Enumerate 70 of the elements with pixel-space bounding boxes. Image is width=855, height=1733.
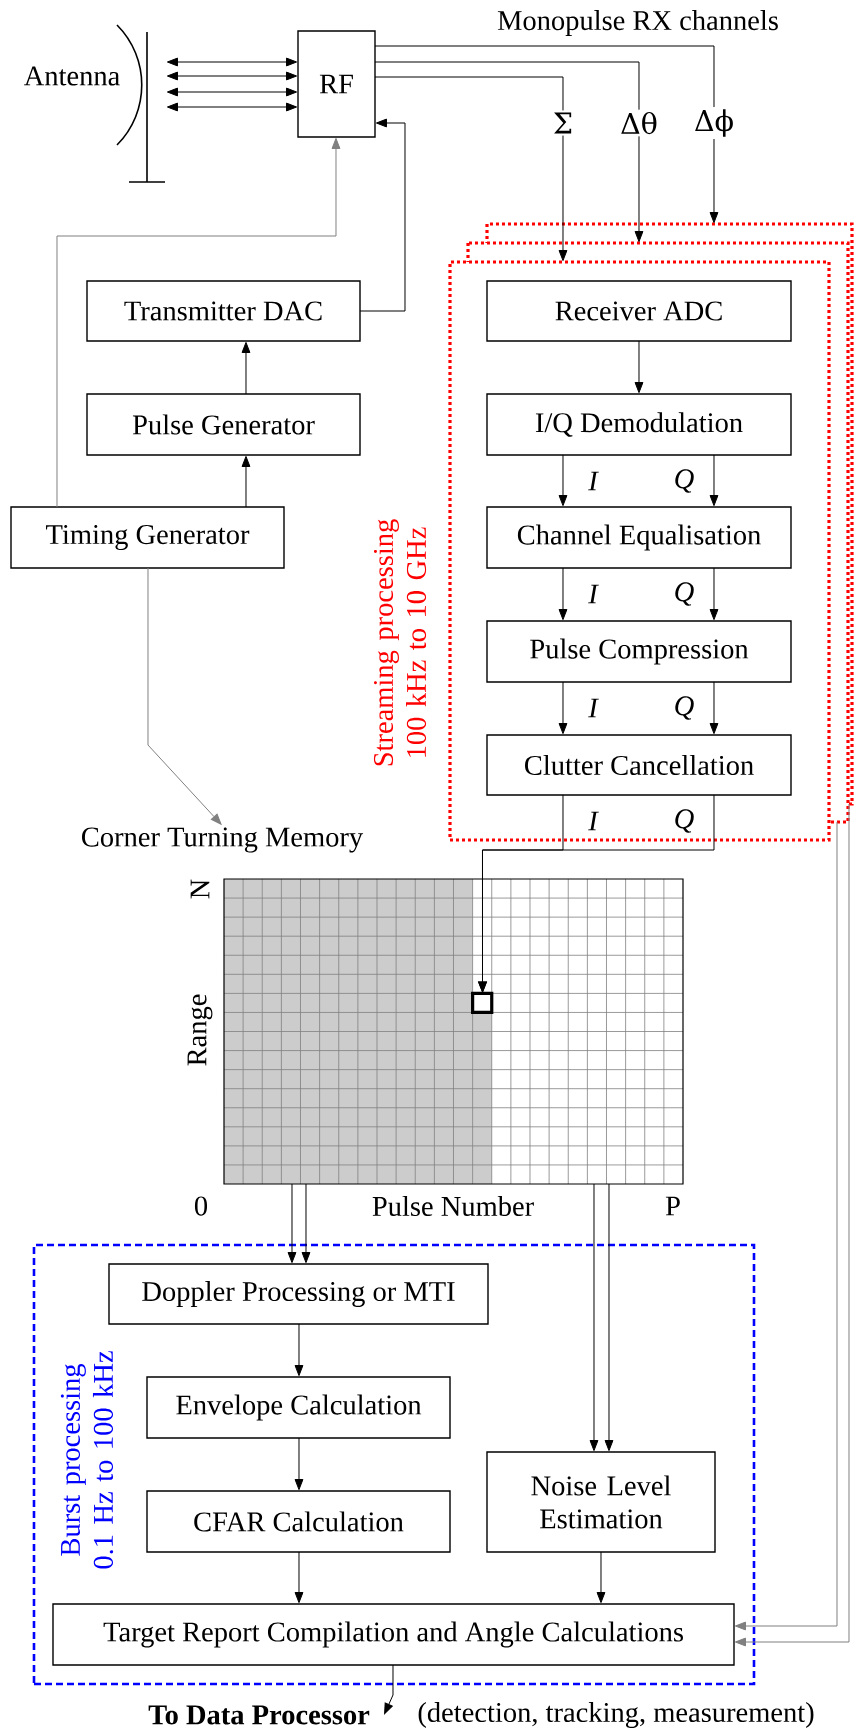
edge-label: Q (672, 808, 696, 834)
process-box: Doppler Processing or MTI (108, 1263, 489, 1325)
axis-label: N (190, 879, 210, 899)
antenna-label: Antenna (24, 66, 120, 86)
memory-label: Corner Turning Memory (82, 827, 364, 853)
arrow (301, 1183, 311, 1264)
arrow (634, 340, 644, 394)
process-box: Envelope Calculation (146, 1376, 451, 1439)
arrow (166, 71, 298, 81)
heading-label: Monopulse RX channels (497, 10, 778, 36)
arrow (596, 1551, 606, 1604)
connector-line (374, 76, 564, 111)
arrow (166, 102, 298, 112)
process-box: Pulse Generator (86, 393, 361, 456)
edge-label: I (587, 470, 599, 492)
channel-label: Σ (554, 112, 572, 134)
process-box: RF (297, 30, 376, 138)
process-box: I/Q Demodulation (486, 393, 792, 456)
output-label: To Data Processor (148, 1705, 370, 1725)
arrow (558, 567, 568, 621)
edge-label: Q (672, 581, 696, 607)
axis-label: Pulse Number (372, 1196, 534, 1217)
axis-label: 0 (194, 1196, 208, 1216)
process-box: CFAR Calculation (146, 1490, 451, 1553)
arrow (478, 794, 715, 993)
process-box: Timing Generator (10, 506, 285, 569)
arrow (709, 454, 719, 507)
edge-label: I (587, 583, 599, 605)
arrow (359, 118, 406, 312)
arrow (709, 681, 719, 735)
arrow (147, 567, 222, 825)
channel-label: Δθ (621, 111, 657, 135)
process-box: Receiver ADC (486, 280, 792, 342)
arrow (558, 681, 568, 735)
edge-label: I (587, 810, 599, 832)
edge-label: I (587, 697, 599, 719)
axis-label: P (665, 1196, 680, 1216)
connector-line (374, 61, 640, 111)
arrow (604, 1183, 614, 1452)
node-label: Streaming processing 100 kHz to 10 GHz (373, 519, 427, 766)
arrow (709, 138, 719, 224)
arrow (634, 135, 644, 243)
axis-label: Range (187, 994, 213, 1066)
arrow (241, 341, 251, 395)
arrow (294, 1323, 304, 1377)
arrow (56, 137, 341, 508)
process-box: Target Report Compilation and Angle Calculations (52, 1603, 735, 1666)
arrow (166, 87, 298, 97)
process-box: Pulse Compression (486, 620, 792, 683)
arrow (709, 567, 719, 621)
process-box: Transmitter DAC (86, 280, 361, 342)
output-note: (detection, tracking, measurement) (418, 1702, 814, 1728)
arrow (166, 57, 298, 67)
connector-line (374, 45, 715, 108)
arrow (294, 1551, 304, 1604)
edge-label: Q (672, 695, 696, 721)
arrow (558, 454, 568, 507)
process-box: Clutter Cancellation (486, 734, 792, 796)
arrow (384, 1664, 394, 1715)
arrow (558, 135, 568, 262)
selected-cell (471, 991, 494, 1015)
memory-grid (223, 878, 684, 1185)
channel-label: Δϕ (695, 109, 733, 137)
arrow (287, 1183, 297, 1264)
arrow (294, 1437, 304, 1491)
process-box: Channel Equalisation (486, 506, 792, 569)
arrow (589, 1183, 599, 1452)
edge-label: Q (672, 468, 696, 494)
process-box: Noise Level Estimation (486, 1451, 716, 1553)
arrow (241, 455, 251, 508)
